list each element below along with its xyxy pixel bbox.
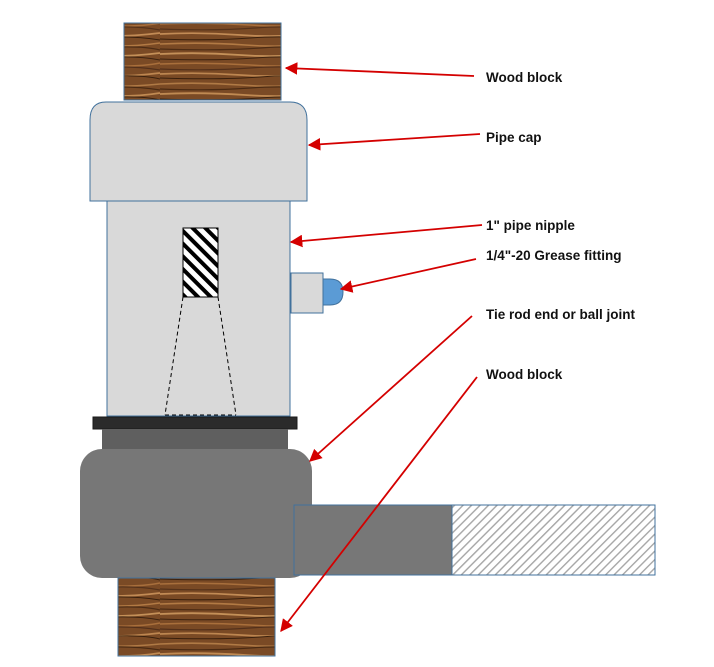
tie-rod-arm <box>293 504 453 576</box>
grease-fitting-nozzle <box>322 278 344 306</box>
arrow-tie-rod-end <box>309 315 473 462</box>
arrow-pipe-nipple <box>289 224 483 248</box>
ball-joint-housing <box>80 449 312 578</box>
label-pipe-cap: Pipe cap <box>486 130 542 145</box>
tie-rod-arm-hatched <box>451 504 656 576</box>
stud-taper-dashed <box>164 296 237 416</box>
grease-fitting-body <box>290 272 324 314</box>
label-pipe-nipple: 1" pipe nipple <box>486 218 575 233</box>
arrow-wood-block-bottom <box>280 376 478 632</box>
wood-block-top <box>123 22 282 101</box>
label-tie-rod-end: Tie rod end or ball joint <box>486 307 636 322</box>
arrow-wood-block-top <box>284 62 475 77</box>
label-wood-block-top: Wood block <box>486 70 563 85</box>
label-wood-block-bottom: Wood block <box>486 367 563 382</box>
wood-block-bottom <box>117 577 276 657</box>
seal-ring <box>92 416 298 430</box>
label-grease-fitting: 1/4"-20 Grease fitting <box>486 248 621 263</box>
pipe-cap <box>89 101 308 202</box>
arrow-pipe-cap <box>307 133 481 151</box>
arrow-grease-fitting <box>339 258 477 293</box>
ball-stud-hatched <box>182 227 219 298</box>
